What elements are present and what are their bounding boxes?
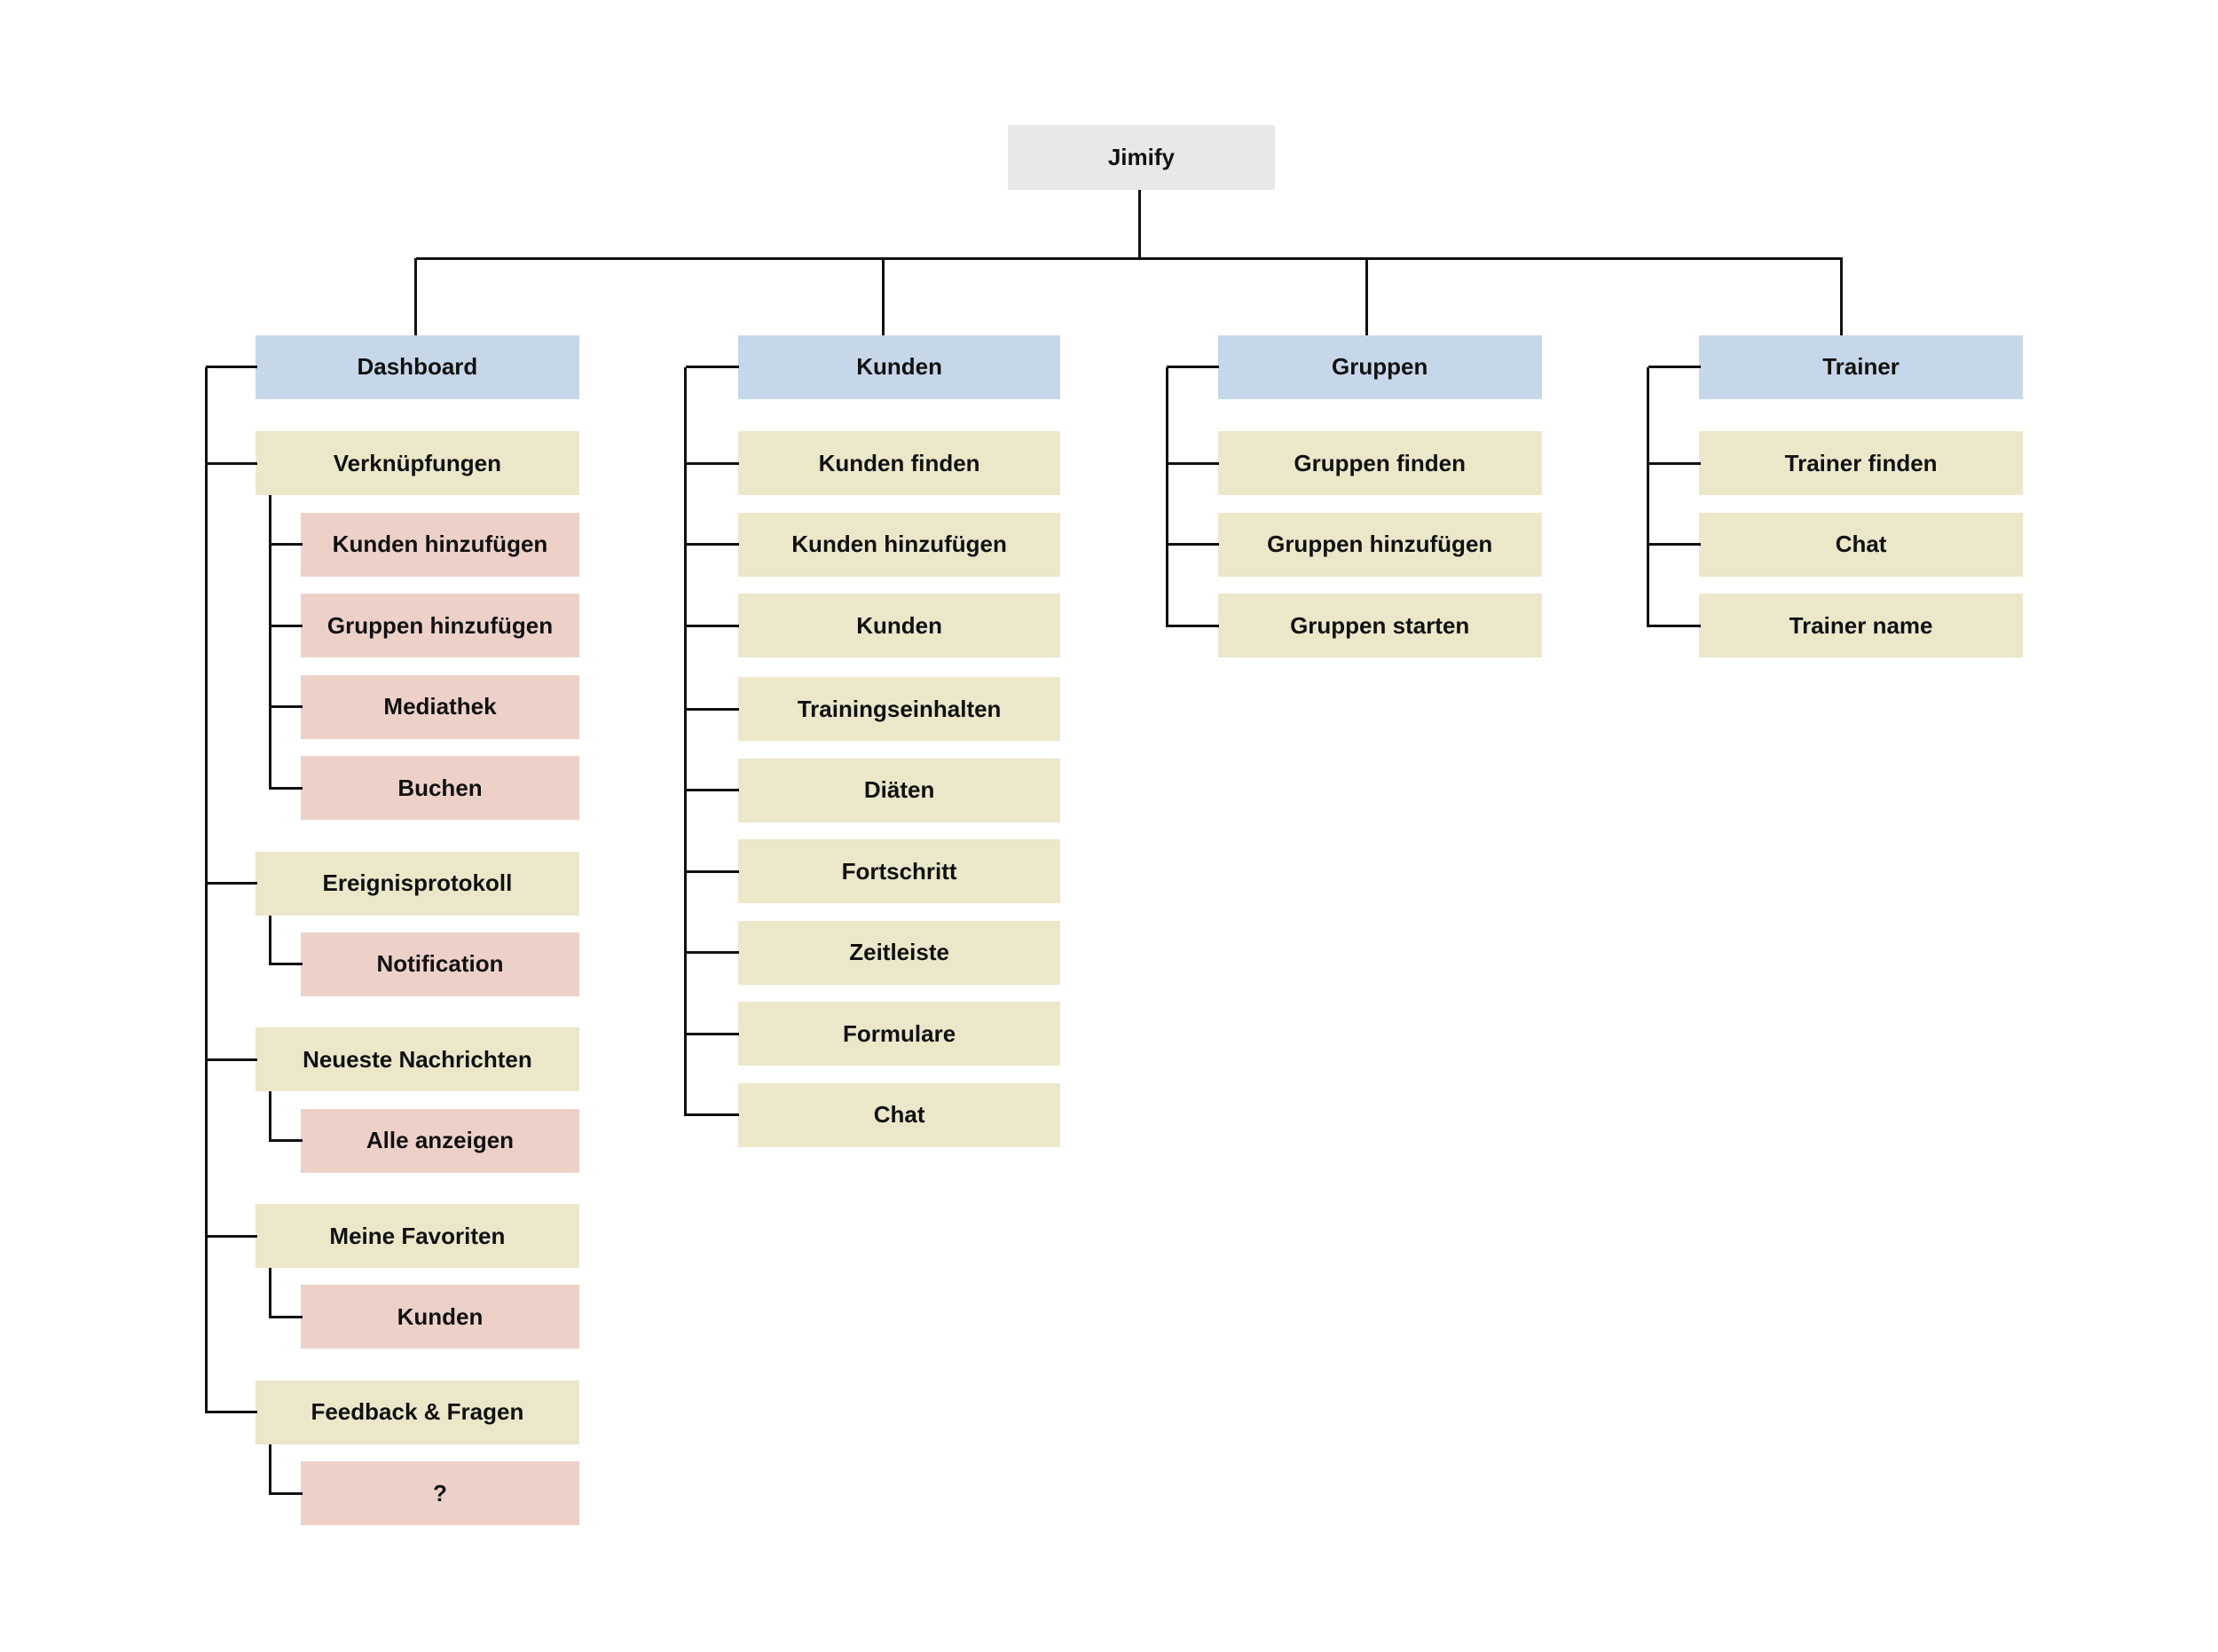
branch-trainer-chat	[1648, 543, 1701, 547]
branch-kunden-kunden	[685, 624, 740, 627]
connector-kunden	[881, 258, 885, 337]
subpage-dashboard-ereignisprotokoll-notification: Notification	[301, 932, 579, 996]
branch-dashboard-verknuepfungen-mediathek	[270, 705, 303, 709]
page-kunden-formulare: Formulare	[738, 1002, 1061, 1066]
connector-dashboard	[414, 258, 418, 337]
page-kunden-kunden: Kunden	[738, 594, 1061, 658]
branch-gruppen-gruppen-finden	[1167, 461, 1220, 465]
page-gruppen-gruppen-starten: Gruppen starten	[1217, 594, 1542, 658]
subpage-dashboard-neueste-nachrichten-alle-anzeigen: Alle anzeigen	[301, 1108, 579, 1173]
connector-trainer	[1839, 258, 1843, 337]
branch-dashboard-neueste-nachrichten	[206, 1058, 257, 1061]
rail-dashboard	[204, 366, 208, 1414]
section-dashboard: Dashboard	[256, 334, 579, 399]
page-kunden-chat: Chat	[738, 1082, 1061, 1147]
page-dashboard-meine-favoriten: Meine Favoriten	[256, 1204, 579, 1269]
branch-dashboard-feedback-fragen	[206, 1411, 257, 1414]
subpage-dashboard-verknuepfungen-kunden-hinzufuegen: Kunden hinzufügen	[301, 512, 579, 577]
branch-dashboard-neueste-nachrichten-alle-anzeigen	[270, 1139, 303, 1143]
root-connector	[1138, 190, 1142, 260]
page-kunden-kunden-finden: Kunden finden	[738, 431, 1061, 496]
branch-kunden-trainingseinhalten	[685, 707, 740, 711]
branch-kunden-chat	[685, 1113, 740, 1117]
page-trainer-trainer-finden: Trainer finden	[1699, 431, 2023, 496]
branch-dashboard-verknuepfungen	[206, 461, 257, 465]
branch-kunden-formulare	[685, 1032, 740, 1035]
page-dashboard-ereignisprotokoll: Ereignisprotokoll	[256, 851, 579, 916]
branch-dashboard-verknuepfungen-gruppen-hinzufuegen	[270, 624, 303, 627]
root-node-jimify: Jimify	[1008, 124, 1275, 191]
subpage-dashboard-meine-favoriten-kunden: Kunden	[301, 1285, 579, 1349]
branch-kunden-diaeten	[685, 789, 740, 792]
branch-dashboard-meine-favoriten	[206, 1234, 257, 1238]
branch-dashboard-feedback-fragen-item	[270, 1491, 303, 1495]
branch-dashboard-verknuepfungen-buchen	[270, 786, 303, 790]
rail-dashboard-meine-favoriten	[268, 1268, 271, 1318]
page-kunden-zeitleiste: Zeitleiste	[738, 920, 1061, 985]
rail-kunden	[684, 366, 688, 1117]
section-gruppen: Gruppen	[1217, 334, 1542, 399]
branch-kunden-kunden-hinzufuegen	[685, 543, 740, 547]
branch-gruppen-gruppen-hinzufuegen	[1167, 543, 1220, 547]
page-kunden-diaeten: Diäten	[738, 758, 1061, 822]
rail-gruppen	[1165, 366, 1168, 627]
branch-trainer-header	[1648, 366, 1701, 369]
page-kunden-fortschritt: Fortschritt	[738, 839, 1061, 904]
page-dashboard-feedback-fragen: Feedback & Fragen	[256, 1380, 579, 1444]
section-trainer: Trainer	[1699, 334, 2023, 399]
page-kunden-kunden-hinzufuegen: Kunden hinzufügen	[738, 512, 1061, 577]
branch-gruppen-header	[1167, 366, 1220, 369]
rail-dashboard-ereignisprotokoll	[268, 915, 271, 966]
branch-dashboard-ereignisprotokoll	[206, 882, 257, 885]
page-trainer-chat: Chat	[1699, 512, 2023, 577]
rail-trainer	[1647, 366, 1650, 627]
section-kunden: Kunden	[738, 334, 1061, 399]
branch-kunden-header	[685, 366, 740, 369]
page-kunden-trainingseinhalten: Trainingseinhalten	[738, 677, 1061, 742]
rail-dashboard-neueste-nachrichten	[268, 1091, 271, 1143]
rail-dashboard-feedback-fragen	[268, 1444, 271, 1495]
branch-kunden-kunden-finden	[685, 461, 740, 465]
branch-dashboard-header	[206, 366, 257, 369]
subpage-dashboard-verknuepfungen-buchen: Buchen	[301, 756, 579, 821]
branch-trainer-trainer-name	[1648, 624, 1701, 627]
branch-kunden-fortschritt	[685, 869, 740, 873]
subpage-dashboard-feedback-fragen-item: ?	[301, 1461, 579, 1526]
page-dashboard-neueste-nachrichten: Neueste Nachrichten	[256, 1027, 579, 1092]
page-dashboard-verknuepfungen: Verknüpfungen	[256, 431, 579, 496]
page-trainer-trainer-name: Trainer name	[1699, 594, 2023, 658]
branch-dashboard-ereignisprotokoll-notification	[270, 963, 303, 966]
top-bus-connector	[415, 256, 1843, 260]
page-gruppen-gruppen-finden: Gruppen finden	[1217, 431, 1542, 496]
branch-gruppen-gruppen-starten	[1167, 624, 1220, 627]
subpage-dashboard-verknuepfungen-gruppen-hinzufuegen: Gruppen hinzufügen	[301, 594, 579, 658]
branch-trainer-trainer-finden	[1648, 461, 1701, 465]
connector-gruppen	[1365, 258, 1369, 337]
branch-dashboard-verknuepfungen-kunden-hinzufuegen	[270, 543, 303, 547]
branch-dashboard-meine-favoriten-kunden	[270, 1315, 303, 1318]
rail-dashboard-verknuepfungen	[268, 495, 271, 790]
branch-kunden-zeitleiste	[685, 951, 740, 955]
subpage-dashboard-verknuepfungen-mediathek: Mediathek	[301, 674, 579, 739]
page-gruppen-gruppen-hinzufuegen: Gruppen hinzufügen	[1217, 512, 1542, 577]
